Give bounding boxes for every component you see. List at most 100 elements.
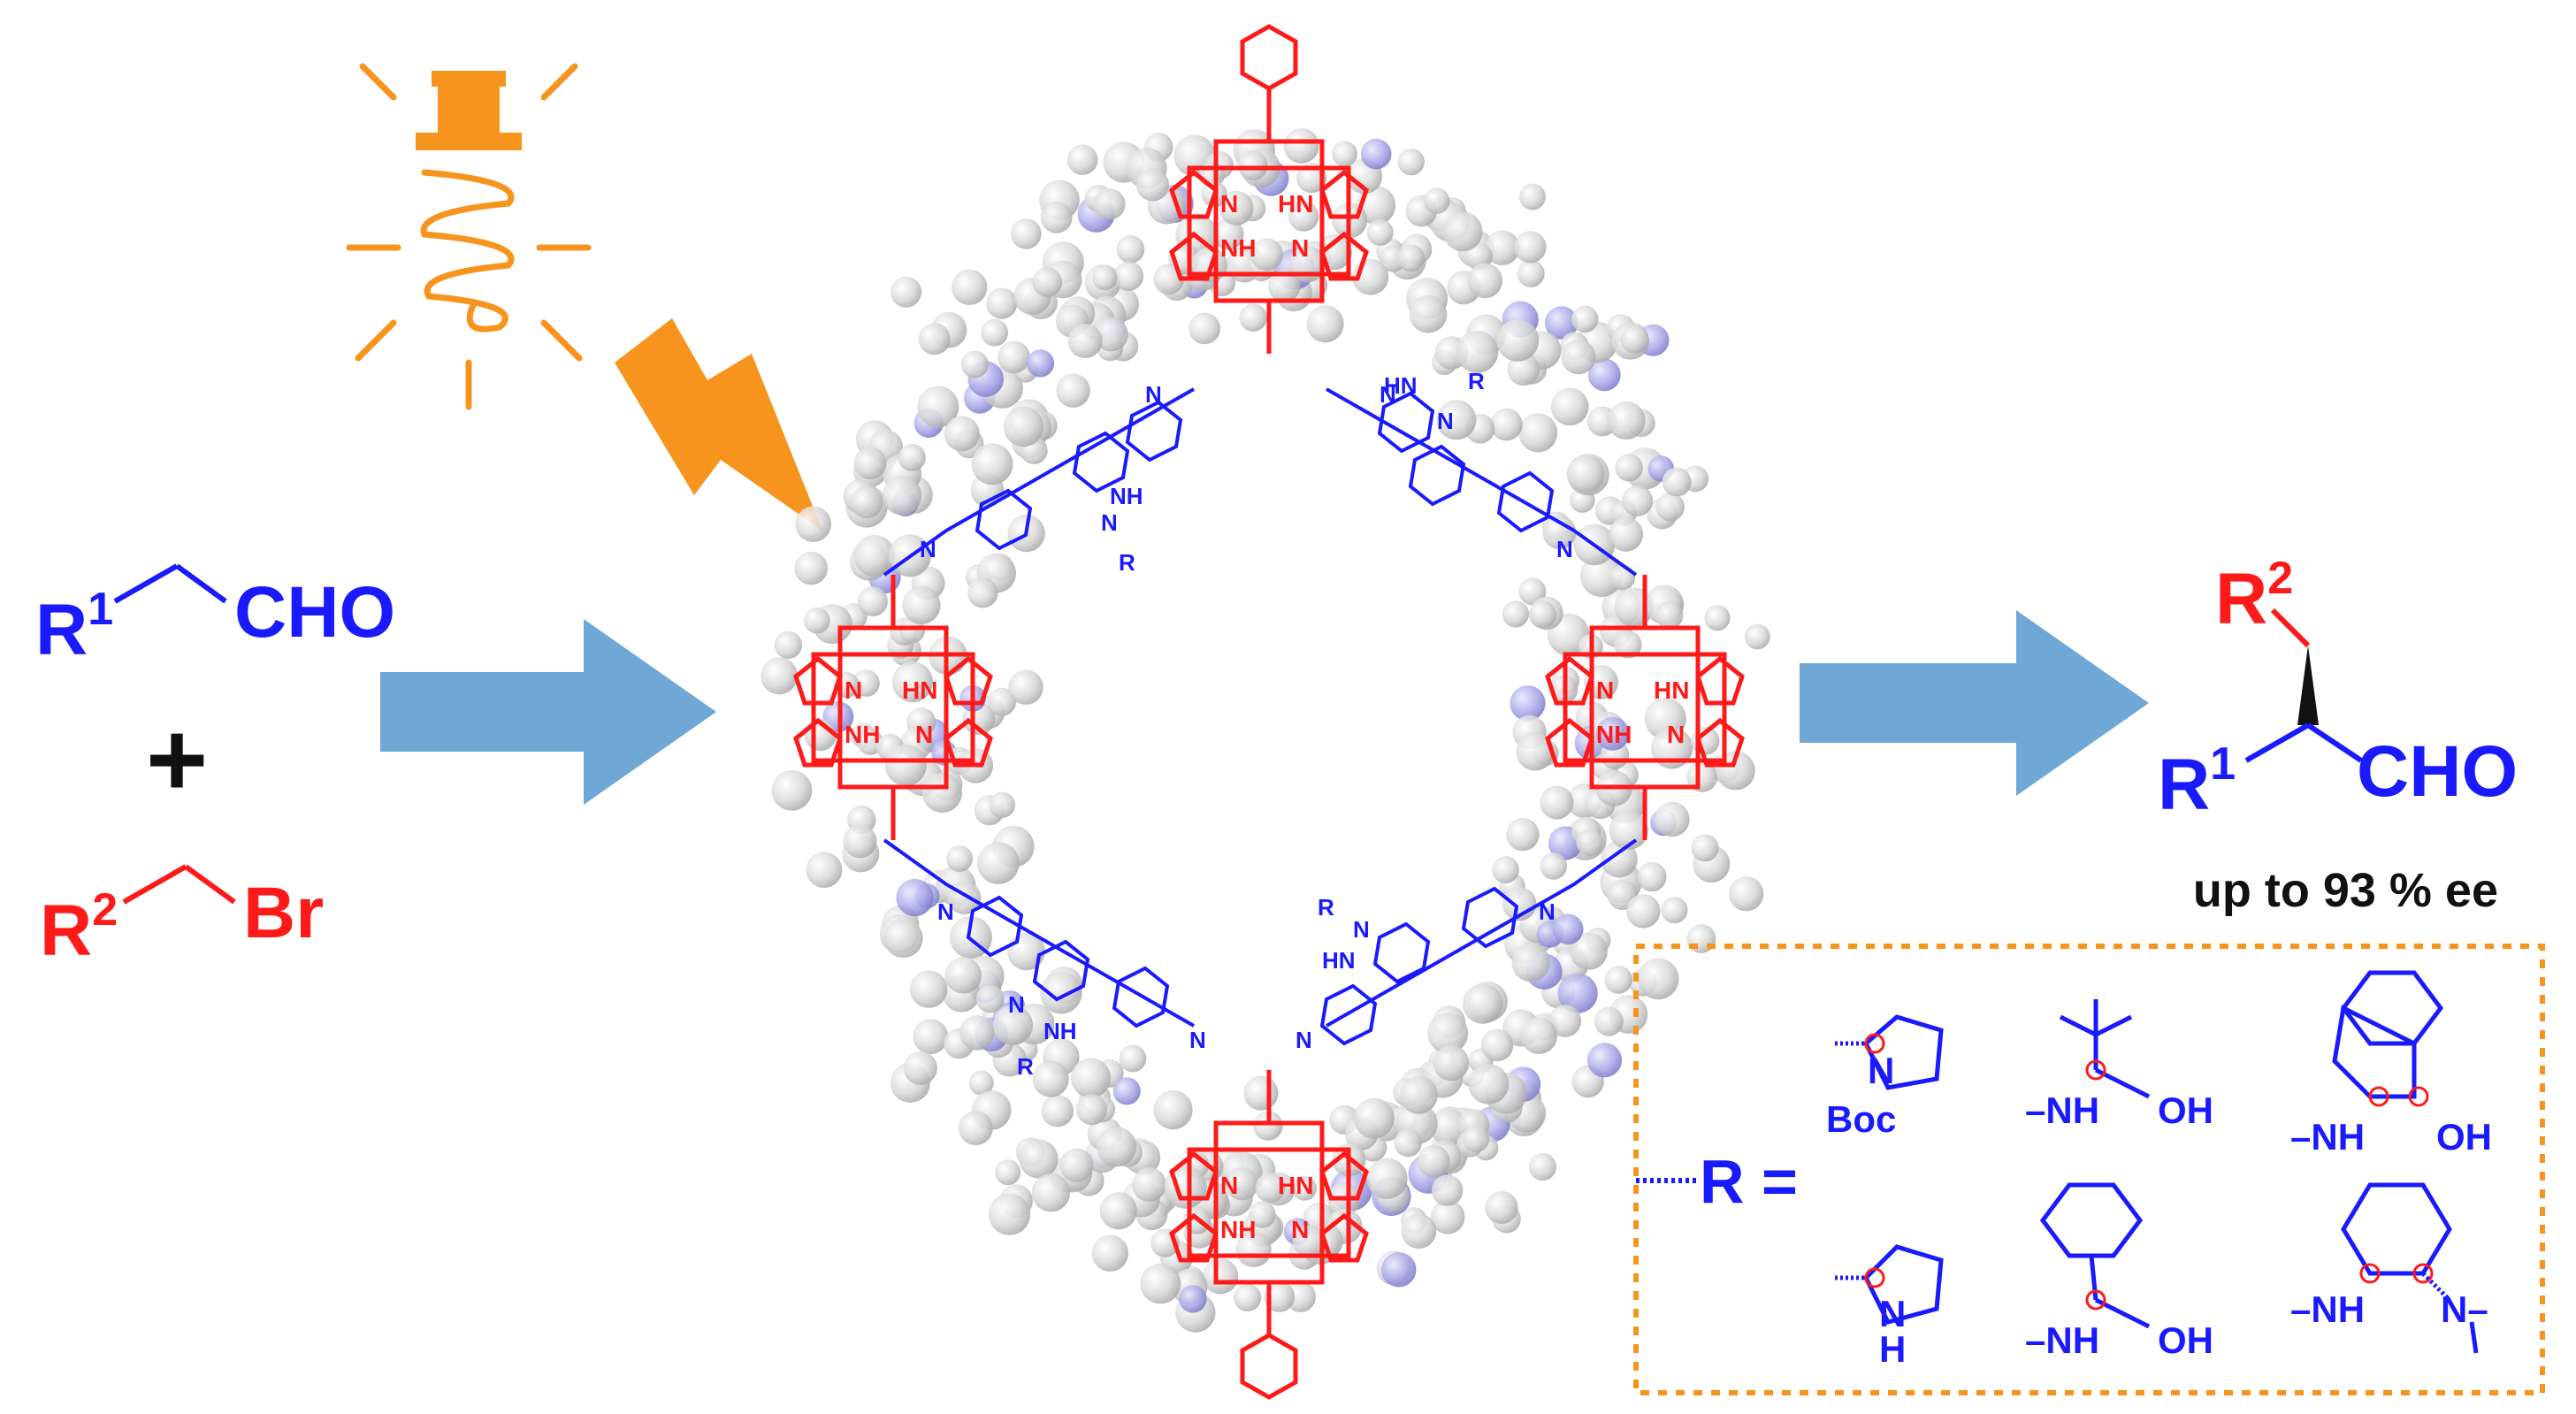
- atom-sphere: [1235, 1231, 1272, 1268]
- r-label: R: [1119, 549, 1135, 576]
- imine-n-label: N: [1539, 898, 1556, 925]
- atom-sphere: [1431, 1174, 1464, 1206]
- atom-sphere: [850, 485, 883, 519]
- atom-sphere: [1655, 601, 1684, 630]
- atom-sphere: [1661, 897, 1688, 924]
- atom-sphere: [882, 476, 922, 516]
- imine-n-label: N: [920, 536, 936, 562]
- atom-sphere: [898, 443, 926, 471]
- atom-sphere: [1467, 263, 1503, 299]
- atom-sphere: [1485, 1190, 1518, 1225]
- aldehyde-reactant: R1 CHO: [35, 563, 395, 670]
- imine-n-label: N: [1380, 381, 1396, 408]
- atom-sphere: [884, 744, 927, 786]
- atom-sphere: [1520, 1017, 1558, 1054]
- atom-sphere: [1397, 244, 1425, 272]
- imine-n-label: N: [1189, 1027, 1206, 1053]
- porphyrin-atom-label: N: [1220, 190, 1238, 218]
- atom-sphere: [917, 386, 959, 428]
- imidazole-n-label: N: [1101, 509, 1118, 536]
- atom-sphere: [1615, 454, 1643, 482]
- atom-sphere: [1542, 516, 1577, 550]
- atom-sphere: [1490, 408, 1523, 441]
- imidazole-nh-label: NH: [1043, 1018, 1077, 1044]
- atom-sphere: [1071, 1058, 1112, 1098]
- atom-sphere: [1366, 218, 1394, 246]
- atom-sphere: [896, 879, 934, 917]
- substituent-legend: R = N Boc –NH OH –NH OH: [1633, 944, 2545, 1395]
- plus-sign: +: [146, 700, 208, 819]
- tert-leucinol-structure: [2059, 999, 2151, 1099]
- atom-sphere: [857, 586, 888, 617]
- porphyrin-atom-label: NH: [1220, 1216, 1256, 1243]
- atom-sphere: [1518, 413, 1558, 453]
- atom-sphere: [902, 585, 941, 625]
- atom-sphere: [1366, 1158, 1408, 1199]
- atom-sphere: [981, 318, 1008, 347]
- atom-sphere: [1662, 467, 1692, 497]
- phenylglycinol-structure: [2039, 1182, 2151, 1329]
- phg-oh-label: OH: [2158, 1319, 2213, 1361]
- atom-sphere: [1092, 265, 1118, 291]
- atom-sphere: [1587, 358, 1621, 392]
- atom-sphere: [921, 772, 962, 814]
- atom-sphere: [1594, 1006, 1624, 1036]
- atom-sphere: [1099, 1192, 1137, 1230]
- atom-sphere: [883, 918, 923, 959]
- atom-sphere: [1655, 801, 1690, 837]
- phg-nh-label: –NH: [2025, 1319, 2099, 1361]
- atom-sphere: [891, 661, 933, 703]
- porphyrin-atom-label: N: [1667, 721, 1685, 748]
- atom-sphere: [1540, 785, 1574, 820]
- atom-sphere: [1566, 455, 1605, 493]
- atom-sphere: [1067, 324, 1103, 358]
- atom-sphere: [1686, 761, 1718, 792]
- atom-sphere: [1528, 600, 1556, 629]
- svg-text:R2: R2: [40, 884, 118, 971]
- imine-n-label: N: [937, 898, 954, 925]
- reaction-arrow-icon: [380, 619, 716, 805]
- porphyrin-atom-label: N: [1291, 234, 1309, 262]
- cof-pore: [1079, 460, 1459, 955]
- atom-sphere: [913, 1019, 949, 1054]
- atom-sphere: [1468, 1064, 1510, 1104]
- imine-n-label: N: [1145, 381, 1162, 408]
- atom-sphere: [1409, 295, 1448, 333]
- atom-sphere: [1601, 840, 1638, 878]
- atom-sphere: [1484, 230, 1520, 266]
- dch-nh-label: –NH: [2290, 1288, 2365, 1330]
- product-r2-sup: 2: [2267, 553, 2293, 604]
- pyrrolidine-structure: [1835, 1244, 1944, 1325]
- atom-sphere: [1586, 1043, 1623, 1078]
- atom-sphere: [910, 970, 948, 1008]
- boc-n-label: N: [1868, 1050, 1894, 1091]
- atom-sphere: [1517, 259, 1545, 287]
- imidazole-nh-label: NH: [1110, 483, 1143, 509]
- atom-sphere: [1518, 577, 1547, 606]
- atom-sphere: [1417, 1144, 1450, 1178]
- atom-sphere: [1552, 913, 1584, 945]
- porphyrin-atom-label: N: [915, 721, 933, 748]
- atom-sphere: [1548, 1005, 1582, 1037]
- atom-sphere: [853, 535, 895, 577]
- atom-sphere: [1609, 811, 1648, 850]
- product-r1-sup: 1: [2210, 738, 2236, 790]
- boc-pyrrolidine-structure: [1835, 1014, 1944, 1090]
- product-cho-label: CHO: [2357, 731, 2518, 812]
- atom-sphere: [1076, 1094, 1107, 1126]
- atom-sphere: [1399, 1075, 1438, 1114]
- atom-sphere: [998, 340, 1030, 374]
- atom-sphere: [804, 607, 830, 634]
- atom-sphere: [1510, 685, 1546, 722]
- atom-sphere: [1744, 623, 1770, 650]
- atom-sphere: [918, 323, 951, 355]
- atom-sphere: [1518, 183, 1546, 210]
- atom-sphere: [1637, 861, 1667, 892]
- atom-sphere: [959, 1015, 995, 1051]
- atom-sphere: [1003, 406, 1043, 447]
- atom-sphere: [1202, 1258, 1239, 1295]
- atom-sphere: [1463, 983, 1503, 1024]
- atom-sphere: [1626, 894, 1661, 929]
